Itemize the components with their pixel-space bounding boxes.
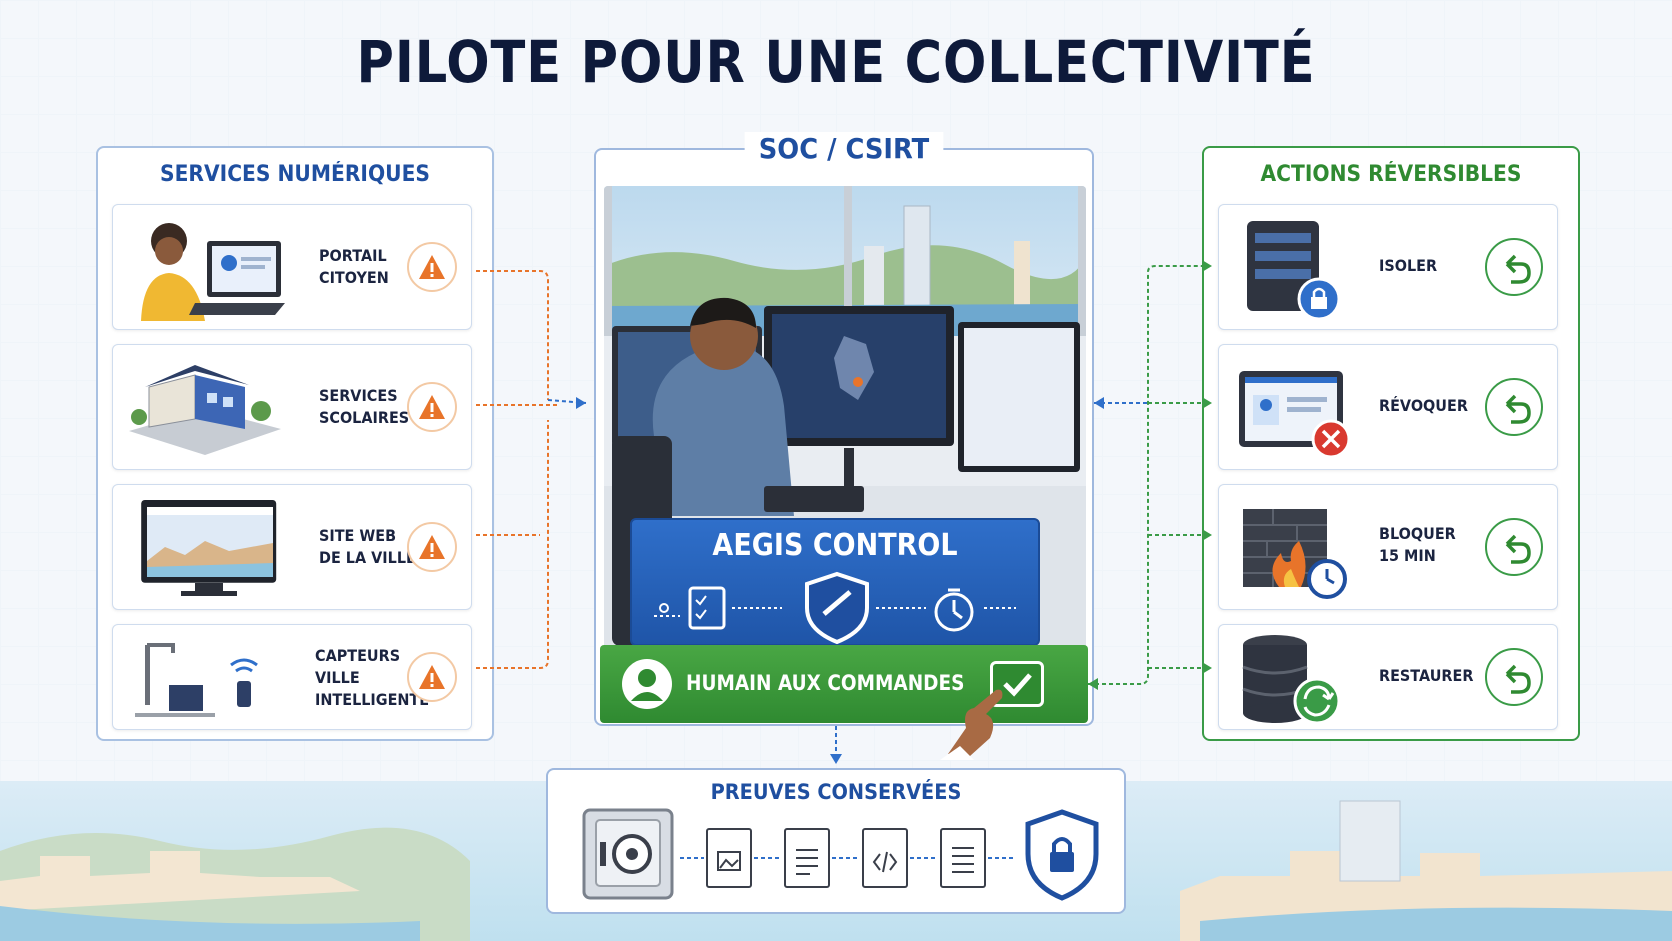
- server-lock-icon: [1233, 215, 1343, 325]
- undo-icon[interactable]: [1485, 648, 1543, 706]
- warning-icon: [407, 522, 457, 572]
- action-label: ISOLER: [1379, 256, 1438, 275]
- code-document-icon: [862, 828, 908, 888]
- firewall-timer-icon: [1233, 495, 1353, 605]
- log-document-icon: [940, 828, 986, 888]
- action-card-restore[interactable]: RESTAURER: [1218, 624, 1558, 730]
- service-card-sensors[interactable]: CAPTEURS VILLE INTELLIGENTE: [112, 624, 472, 730]
- aegis-workflow-icons: [654, 571, 1016, 645]
- actions-panel-title: ACTIONS RÉVERSIBLES: [1260, 162, 1522, 187]
- evidence-flow-arrows: [680, 857, 1016, 859]
- monitor-website-illustration: [125, 491, 285, 603]
- human-label: HUMAIN AUX COMMANDES: [686, 671, 965, 695]
- aegis-control-box: AEGIS CONTROL: [630, 518, 1040, 646]
- soc-panel: SOC / CSIRT: [594, 132, 1094, 726]
- action-label: BLOQUER 15 MIN: [1379, 524, 1456, 565]
- school-building-illustration: [125, 351, 285, 463]
- service-label: SERVICES SCOLAIRES: [319, 386, 410, 427]
- smart-sensor-illustration: [125, 631, 285, 723]
- undo-icon[interactable]: [1485, 518, 1543, 576]
- aegis-control-title: AEGIS CONTROL: [712, 528, 958, 563]
- shield-lock-icon: [1022, 808, 1102, 906]
- image-document-icon: [706, 828, 752, 888]
- action-card-isolate[interactable]: ISOLER: [1218, 204, 1558, 330]
- safe-icon: [578, 804, 678, 908]
- human-in-control-bar: HUMAIN AUX COMMANDES: [600, 645, 1088, 723]
- actions-panel: ACTIONS RÉVERSIBLES ISOLER RÉVOQUER BLOQ…: [1202, 146, 1580, 741]
- database-restore-icon: [1233, 629, 1353, 733]
- user-icon: [622, 659, 672, 709]
- service-label: CAPTEURS VILLE INTELLIGENTE: [315, 646, 430, 709]
- services-panel: SERVICES NUMÉRIQUES PORTAIL CITOYEN: [96, 146, 494, 741]
- undo-icon[interactable]: [1485, 378, 1543, 436]
- services-panel-title: SERVICES NUMÉRIQUES: [160, 162, 430, 187]
- service-label: SITE WEB DE LA VILLE: [319, 526, 416, 567]
- evidence-panel: PREUVES CONSERVÉES: [546, 768, 1126, 914]
- warning-icon: [407, 242, 457, 292]
- approve-checkbox-button[interactable]: [990, 661, 1044, 707]
- warning-icon: [407, 382, 457, 432]
- service-card-website[interactable]: SITE WEB DE LA VILLE: [112, 484, 472, 610]
- service-label: PORTAIL CITOYEN: [319, 246, 389, 287]
- evidence-panel-title: PREUVES CONSERVÉES: [710, 780, 962, 804]
- undo-icon[interactable]: [1485, 238, 1543, 296]
- warning-icon: [407, 652, 457, 702]
- revoke-id-icon: [1231, 355, 1351, 465]
- action-card-revoke[interactable]: RÉVOQUER: [1218, 344, 1558, 470]
- citizen-laptop-illustration: [125, 211, 285, 323]
- hand-pointer-illustration: [940, 680, 1020, 760]
- action-label: RÉVOQUER: [1379, 396, 1468, 415]
- soc-panel-title: SOC / CSIRT: [744, 132, 944, 165]
- action-card-block[interactable]: BLOQUER 15 MIN: [1218, 484, 1558, 610]
- text-document-icon: [784, 828, 830, 888]
- service-card-portal[interactable]: PORTAIL CITOYEN: [112, 204, 472, 330]
- action-label: RESTAURER: [1379, 666, 1474, 685]
- page-title: PILOTE POUR UNE COLLECTIVITÉ: [356, 28, 1316, 96]
- service-card-schools[interactable]: SERVICES SCOLAIRES: [112, 344, 472, 470]
